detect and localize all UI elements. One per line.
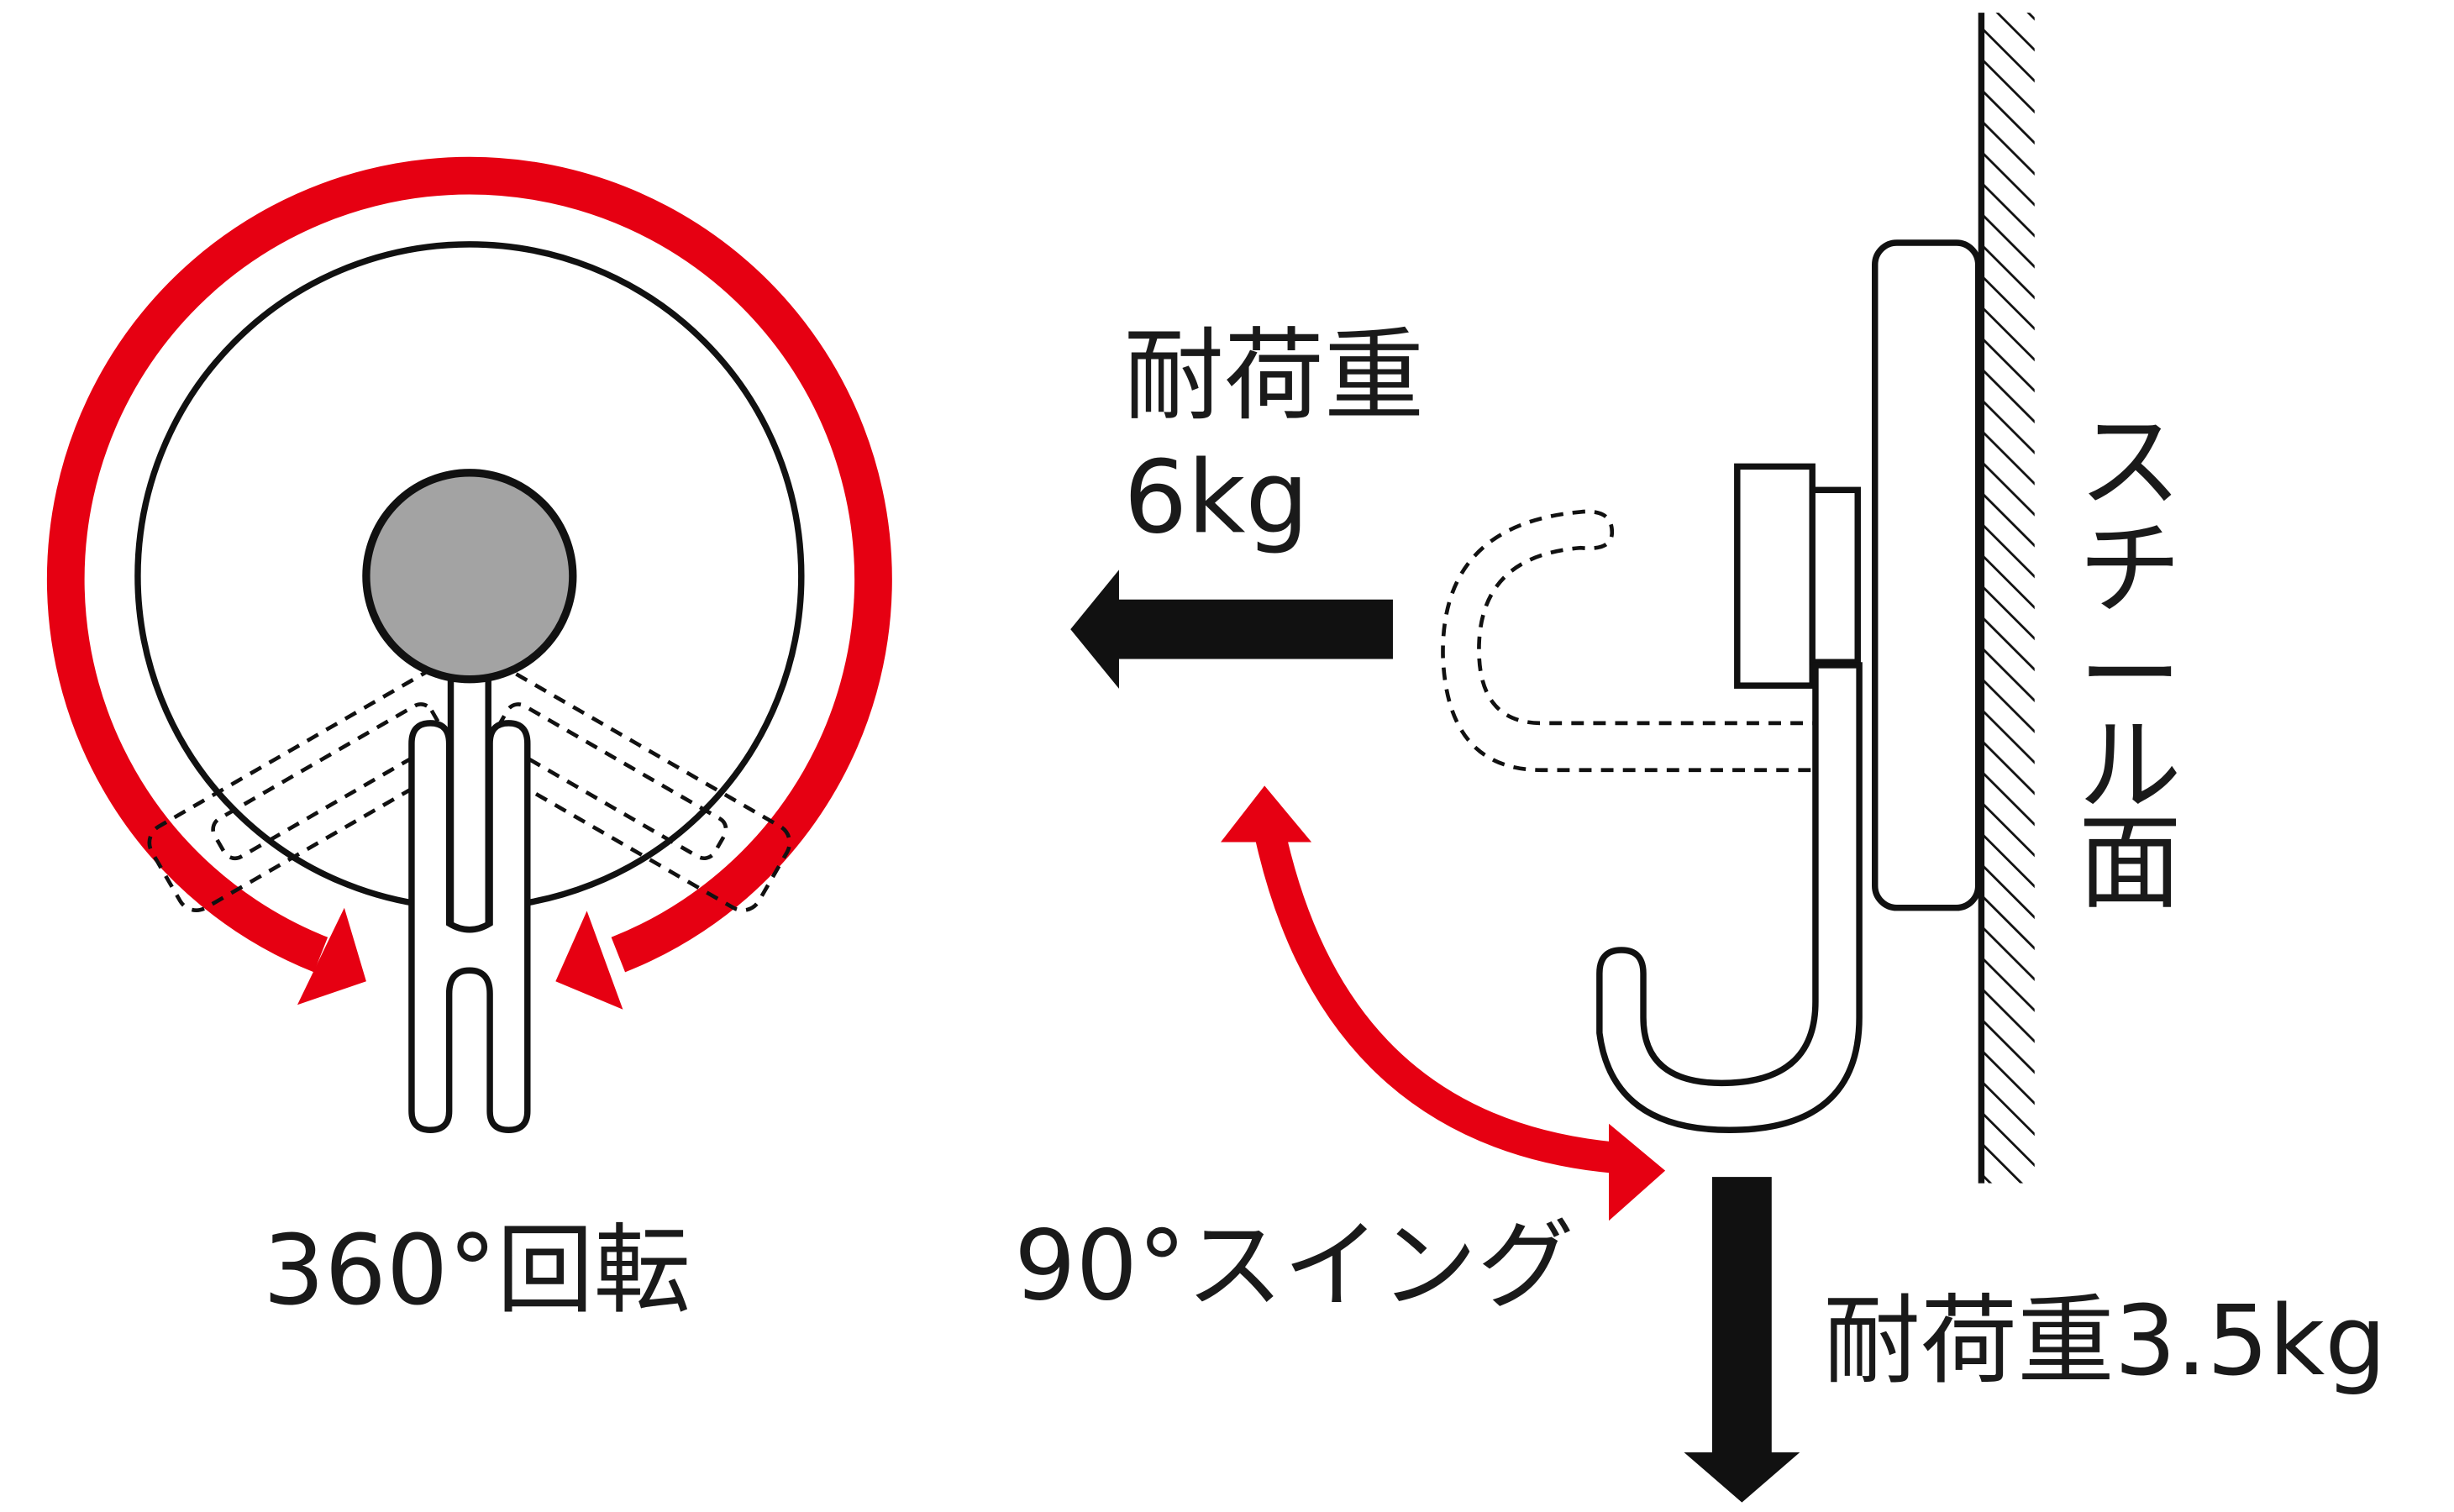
magnet-ball (362, 469, 577, 684)
steel-wall (1981, 13, 2035, 1184)
horizontal-load-value: 6kg (1124, 440, 1310, 557)
vertical-load-arrow-shaft (1711, 1177, 1772, 1459)
surface-char: 面 (2078, 803, 2182, 923)
vertical-load-label: 耐荷重3.5kg (1823, 1285, 2386, 1398)
vertical-load-arrowhead (1684, 1452, 1800, 1503)
swing-arrow-arc (1255, 833, 1621, 1174)
swing-arrowhead-top (1221, 785, 1312, 843)
ghost-swung-hook (1441, 509, 1847, 773)
rotation-label: 360°回転 (263, 1215, 691, 1327)
j-hook (1596, 662, 1863, 1133)
horizontal-load-arrow-shaft (1114, 599, 1393, 659)
horizontal-load-title: 耐荷重 (1124, 318, 1425, 434)
arrowhead-left (297, 907, 366, 1005)
side-view: 耐荷重 6kg 耐荷重3.5kg 90°スイング ス チ ー ル 面 (1014, 13, 2387, 1503)
hook-front (408, 720, 531, 1133)
surface-char: チ (2078, 508, 2182, 628)
surface-char: ス (2078, 402, 2182, 522)
horizontal-load-arrowhead (1070, 570, 1119, 689)
magnet-plate (1872, 239, 1982, 911)
swing-label: 90°スイング (1014, 1210, 1574, 1322)
hook-stem (447, 669, 491, 942)
swing-arrowhead-bottom (1609, 1123, 1666, 1221)
surface-char: ー (2078, 615, 2182, 735)
magnet-block (1734, 463, 1816, 689)
surface-label: ス チ ー ル 面 (2078, 402, 2182, 923)
arrowhead-right (555, 911, 623, 1010)
rotation-view: 360°回転 (46, 156, 892, 1327)
magnet-block-inner (1809, 486, 1861, 665)
surface-char: ル (2078, 706, 2182, 826)
rotation-arrow-arc (46, 156, 892, 973)
